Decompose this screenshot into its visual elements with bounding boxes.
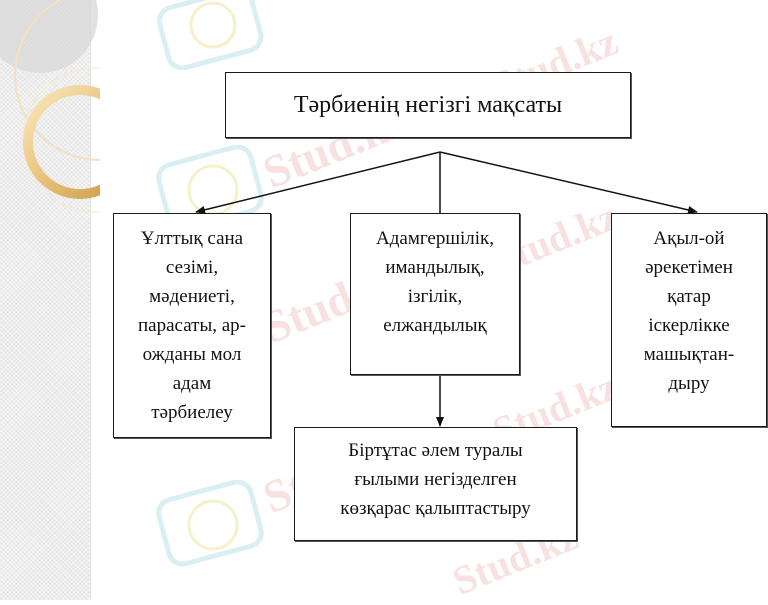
node-text-line: елжандылық (383, 315, 487, 336)
node-text-line: тәрбиелеу (151, 402, 233, 423)
node-text-line: дыру (668, 373, 710, 394)
node-text-line: ғылыми негізделген (354, 469, 517, 490)
root-node-label: Тәрбиенің негізгі мақсаты (293, 91, 563, 118)
node-text-line: Адамгершілік, (376, 228, 494, 249)
arrow-to-left-box (195, 151, 441, 214)
node-text-line: әрекетімен (645, 257, 733, 278)
arrow-to-right-box (439, 151, 698, 214)
node-text-line: машықтан- (643, 344, 735, 365)
node-text-line: имандылық, (385, 257, 485, 278)
slide-side-pattern (0, 0, 91, 600)
node-text-line: қатар (667, 286, 711, 307)
node-text-line: Ұлттық сана (140, 228, 244, 249)
node-morality: Адамгершілік, имандылық, ізгілік, елжанд… (350, 213, 520, 375)
node-text-line: парасаты, ар- (138, 315, 246, 336)
node-text-line: Ақыл-ой (653, 228, 725, 249)
node-mental-activity: Ақыл-ой әрекетімен қатар іскерлікке машы… (611, 213, 767, 427)
node-text-line: мәдениеті, (149, 286, 235, 307)
node-text-line: ізгілік, (407, 286, 463, 307)
node-text-line: Біртұтас әлем туралы (348, 440, 523, 461)
node-text-line: адам (172, 373, 212, 394)
node-national-consciousness: Ұлттық сана сезімі, мәдениеті, парасаты,… (113, 213, 271, 438)
node-text-line: сезімі, (165, 257, 219, 278)
watermark-logo-icon (156, 480, 264, 567)
root-node: Тәрбиенің негізгі мақсаты (225, 72, 631, 138)
watermark-logo-icon (156, 0, 264, 70)
node-text-line: ожданы мол (142, 344, 242, 365)
node-text-line: көзқарас қалыптастыру (340, 498, 531, 519)
node-worldview: Біртұтас әлем туралы ғылыми негізделген … (294, 427, 577, 541)
node-text-line: іскерлікке (648, 315, 730, 336)
